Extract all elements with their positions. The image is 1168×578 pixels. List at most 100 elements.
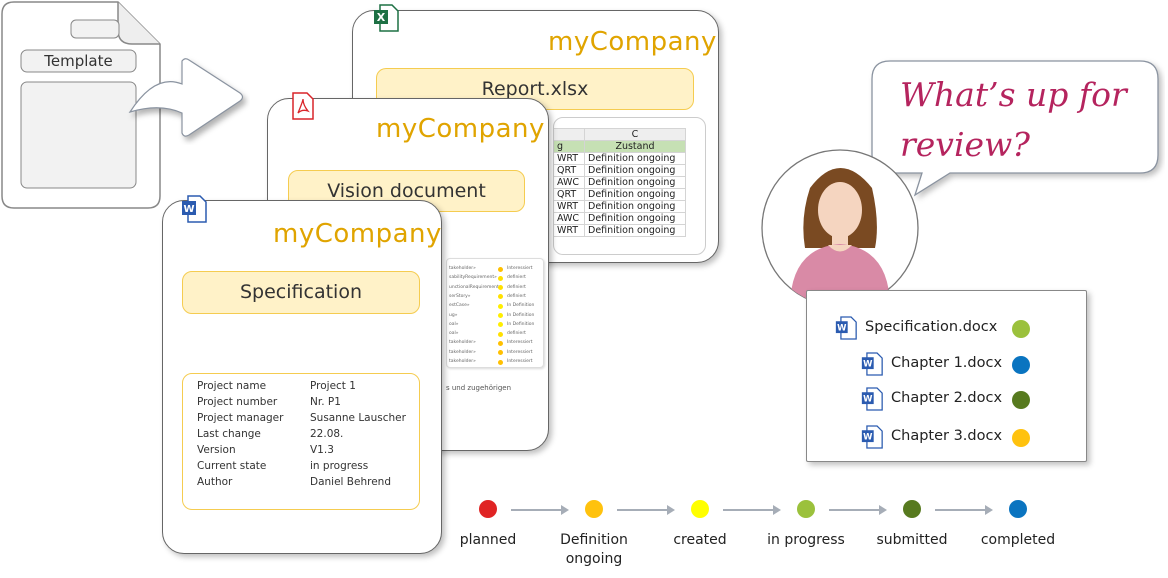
mini-row-status: In Definition	[507, 303, 535, 309]
template-document: Template	[0, 0, 162, 210]
file-name[interactable]: Chapter 1.docx	[891, 355, 1003, 371]
svg-text:W: W	[837, 323, 847, 333]
mini-row-label: oal»	[449, 331, 459, 337]
mini-row-status: Interessiert	[507, 340, 533, 346]
svg-text:W: W	[863, 394, 873, 404]
mini-row-status: definiert	[507, 284, 526, 290]
svg-text:W: W	[183, 204, 194, 215]
file-name[interactable]: Chapter 2.docx	[891, 390, 1003, 406]
table-cell: AWC	[554, 212, 585, 225]
status-dot	[903, 500, 921, 518]
table-cell: WRT	[554, 200, 585, 213]
company-logo: myCompany	[273, 219, 442, 249]
file-status-dot	[1012, 391, 1030, 409]
file-name[interactable]: Specification.docx	[865, 319, 998, 335]
status-dot	[691, 500, 709, 518]
table-cell: Definition ongoing	[584, 188, 686, 201]
word-icon: W	[861, 424, 883, 454]
info-label: Current state	[197, 460, 267, 472]
mini-row-label: serStory»	[449, 293, 471, 299]
vision-title: Vision document	[288, 170, 525, 212]
status-label: submitted	[876, 532, 948, 548]
status-dot	[585, 500, 603, 518]
status-label: planned	[459, 532, 517, 548]
word-icon: W	[861, 386, 883, 416]
column-header: Zustand	[584, 140, 686, 153]
table-cell: WRT	[554, 152, 585, 165]
mini-status-dot	[498, 303, 503, 309]
mini-status-dot	[498, 350, 503, 356]
status-label: Definition ongoing	[560, 532, 628, 567]
info-value: V1.3	[310, 444, 334, 456]
table-cell: Definition ongoing	[584, 200, 686, 213]
info-label: Project name	[197, 380, 267, 392]
pdf-icon	[292, 92, 314, 120]
info-value: Daniel Behrend	[310, 476, 391, 488]
arrow-right-icon	[829, 505, 887, 515]
bubble-text: What’s up for review?	[900, 75, 1127, 164]
status-dot	[797, 500, 815, 518]
status-label: in progress	[767, 532, 845, 548]
info-label: Project manager	[197, 412, 284, 424]
info-value: 22.08.	[310, 428, 344, 440]
mini-status-dot	[498, 331, 503, 337]
mini-row-label: unctionalRequirement»	[449, 284, 502, 290]
mini-row-label: takeholder»	[449, 266, 476, 271]
file-name[interactable]: Chapter 3.docx	[891, 428, 1003, 444]
mini-row-status: Interessiert	[507, 266, 533, 271]
status-table: g	[554, 140, 585, 153]
info-value: in progress	[310, 460, 369, 472]
mini-status-dot	[498, 266, 503, 272]
word-icon: W	[182, 195, 207, 223]
speech-bubble	[871, 60, 1159, 197]
table-cell: Definition ongoing	[584, 176, 686, 189]
mini-status-dot	[498, 275, 503, 281]
table-cell: WRT	[554, 224, 585, 237]
info-value: Nr. P1	[310, 396, 341, 408]
template-page-shape	[1, 1, 161, 209]
status-dot	[479, 500, 497, 518]
specification-title: Specification	[182, 271, 420, 314]
company-logo: myCompany	[376, 114, 545, 144]
mini-status-dot	[498, 359, 503, 365]
excel-icon: X	[374, 4, 399, 32]
mini-row-status: definiert	[507, 275, 526, 281]
arrow-right-icon	[617, 505, 675, 515]
template-label: Template	[44, 52, 113, 70]
table-cell: Definition ongoing	[584, 224, 686, 237]
file-status-dot	[1012, 356, 1030, 374]
arrow-right-icon	[511, 505, 569, 515]
table-cell: AWC	[554, 176, 585, 189]
table-cell: Definition ongoing	[584, 152, 686, 165]
mini-row-label: estCase»	[449, 303, 470, 309]
reviewer-avatar	[761, 149, 919, 307]
mini-row-label: oal»	[449, 321, 459, 327]
mini-status-dot	[498, 340, 503, 346]
status-dot	[1009, 500, 1027, 518]
mini-row-status: In Definition	[507, 321, 535, 327]
info-label: Version	[197, 444, 236, 456]
preview-footer-text: s und zugehörigen	[446, 384, 512, 392]
status-label: completed	[980, 532, 1056, 548]
mini-row-status: definiert	[507, 331, 526, 337]
mini-row-label: takeholder»	[449, 340, 476, 346]
table-cell: QRT	[554, 188, 585, 201]
table-cell: Definition ongoing	[584, 212, 686, 225]
mini-row-status: Interessiert	[507, 349, 533, 355]
status-label: created	[673, 532, 727, 548]
mini-row-label: takeholder»	[449, 349, 476, 355]
mini-row-label: ug»	[449, 312, 458, 318]
svg-text:X: X	[377, 11, 386, 24]
info-value: Project 1	[310, 380, 356, 392]
mini-status-dot	[498, 285, 503, 291]
mini-status-dot	[498, 322, 503, 328]
mini-row-label: takeholder»	[449, 359, 476, 364]
